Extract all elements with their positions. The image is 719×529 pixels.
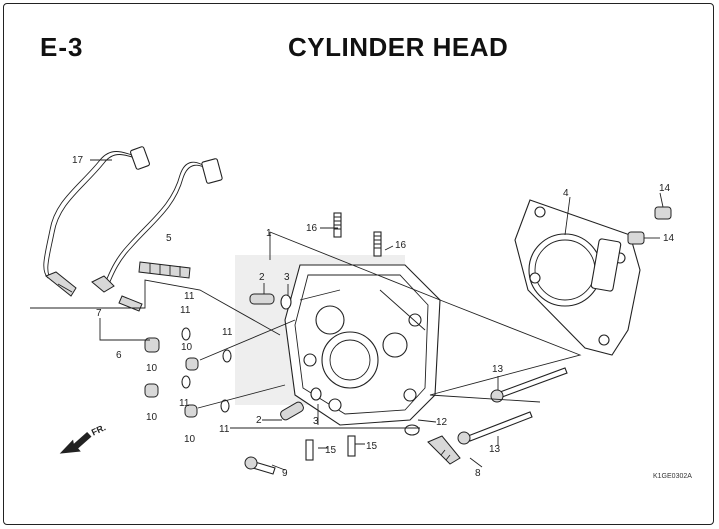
callout-10-a: 10 — [181, 342, 193, 353]
callout-10-d: 10 — [184, 434, 196, 445]
callout-14-left: 15 — [325, 445, 337, 456]
callout-1: 1 — [266, 228, 272, 239]
callout-labels: 17 5 7 6 1 16 16 4 14 14 2 3 11 11 10 10… — [72, 155, 675, 479]
washers-11 — [181, 327, 232, 413]
dowel-pin-13-lower — [627, 231, 645, 245]
callout-14-right: 15 — [366, 441, 378, 452]
dowel-pin-2-lower — [280, 401, 304, 421]
callout-17: 17 — [72, 155, 84, 166]
callout-3-upper: 3 — [284, 272, 290, 283]
callout-16-upper: 13 — [492, 364, 504, 375]
o-ring-3-lower — [310, 387, 322, 401]
callout-7: 7 — [96, 308, 102, 319]
stud-bolt-15-right — [373, 231, 382, 257]
temperature-sensor-8 — [427, 435, 461, 465]
diagram-reference-code: K1GE0302A — [653, 473, 692, 480]
callout-9: 9 — [282, 468, 288, 479]
section-code: E-3 — [40, 32, 84, 62]
flange-bolt-9 — [244, 456, 276, 475]
direction-label: FR. — [90, 422, 107, 437]
sealing-washer-12 — [404, 424, 420, 436]
head-bolt-16-lower — [457, 411, 533, 445]
callout-3-lower: 3 — [313, 416, 319, 427]
o-ring-3-upper — [280, 294, 292, 310]
callout-11-d: 11 — [219, 424, 230, 435]
cylinder-head-1 — [235, 255, 441, 426]
callout-12: 12 — [436, 417, 448, 428]
callout-10-c: 10 — [146, 412, 158, 423]
dowel-pin-13-upper — [654, 206, 672, 220]
callout-15-left: 16 — [306, 223, 318, 234]
callout-8: 8 — [475, 468, 481, 479]
callout-2-lower: 2 — [256, 415, 262, 426]
callout-11-e: 11 — [184, 291, 195, 302]
o2-sensor-harness-17 — [43, 146, 150, 297]
callout-13-lower: 14 — [663, 233, 675, 244]
cap-nuts-10 — [144, 337, 199, 418]
dowel-pin-14-left — [305, 439, 314, 461]
o2-sensor-harness-5 — [91, 158, 223, 312]
callout-6: 6 — [116, 350, 122, 361]
callout-16-lower: 13 — [489, 444, 501, 455]
callout-15-right: 16 — [395, 240, 407, 251]
page-frame — [3, 3, 714, 525]
cylinder-head-gasket-4 — [514, 199, 641, 356]
dowel-pin-2-upper — [249, 293, 275, 305]
callout-2-upper: 2 — [259, 272, 265, 283]
callout-13-upper: 14 — [659, 183, 671, 194]
page-title: CYLINDER HEAD — [288, 32, 509, 62]
callout-11-c: 11 — [179, 398, 190, 409]
spark-plug-5 — [138, 261, 191, 279]
leader-lines — [30, 159, 664, 471]
stud-bolt-15-left — [333, 212, 342, 238]
dowel-pin-14-right — [347, 435, 356, 457]
callout-4: 4 — [563, 188, 569, 199]
callout-11-a: 11 — [180, 305, 191, 316]
front-arrow-icon: FR. — [59, 422, 107, 454]
callout-10-b: 10 — [146, 363, 158, 374]
callout-5: 5 — [166, 233, 172, 244]
callout-11-b: 11 — [222, 327, 233, 338]
